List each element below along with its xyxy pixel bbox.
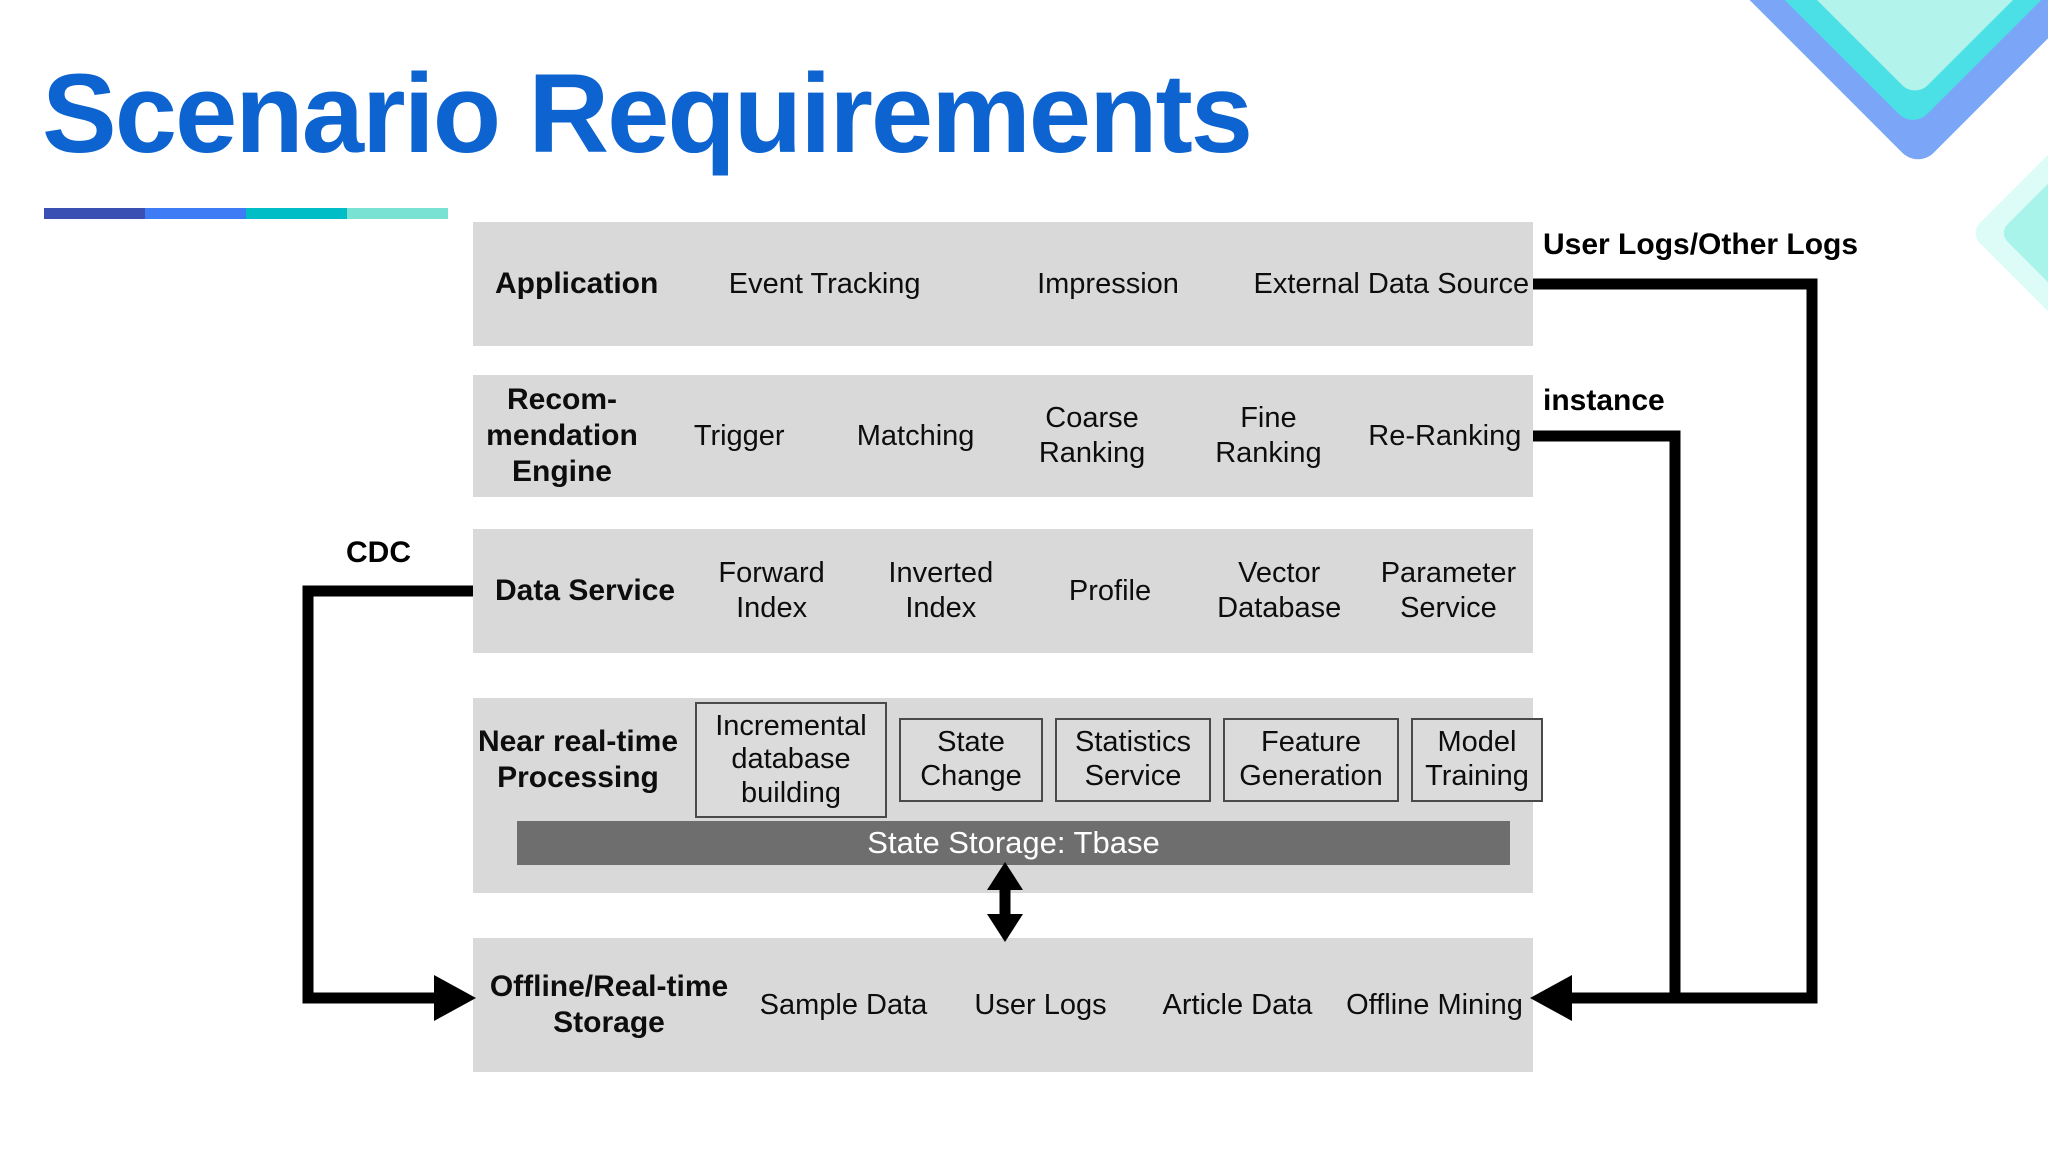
cdc-label: CDC	[346, 536, 411, 569]
component-parameter-service: Parameter Service	[1380, 557, 1517, 624]
user-logs-label: User Logs/Other Logs	[1543, 228, 1859, 261]
layer-near-realtime-processing: Near real-time Processing Incremental da…	[473, 698, 1543, 893]
layer-data-service-label: Data Service	[495, 574, 676, 607]
user-logs-arrowhead-icon	[1530, 975, 1572, 1021]
component-trigger: Trigger	[693, 419, 785, 452]
component-offline-mining: Offline Mining	[1346, 988, 1523, 1021]
component-vector-database: Vector Database	[1217, 557, 1342, 624]
layer-storage-items: Sample Data User Logs Article Data Offli…	[745, 988, 1533, 1023]
box-statistics-service: Statistics Service	[1055, 718, 1211, 802]
layer-recommendation-label: Recom- mendation Engine	[486, 383, 638, 488]
title-accent-bar	[44, 208, 448, 219]
component-event-tracking: Event Tracking	[728, 267, 921, 300]
box-incremental-database-building: Incremental database building	[695, 702, 887, 818]
box-model-training: Model Training	[1411, 718, 1543, 802]
component-sample-data: Sample Data	[759, 988, 928, 1021]
instance-label: instance	[1543, 384, 1665, 417]
processing-boxes-row: Near real-time Processing Incremental da…	[473, 698, 1543, 822]
state-storage-bar: State Storage: Tbase	[517, 821, 1510, 865]
component-coarse-ranking: Coarse Ranking	[1038, 402, 1146, 469]
layer-recommendation-items: Trigger Matching Coarse Ranking Fine Ran…	[651, 401, 1533, 471]
accent-segment-1	[44, 208, 145, 219]
accent-segment-4	[347, 208, 448, 219]
box-state-change: State Change	[899, 718, 1043, 802]
layer-processing-label: Near real-time Processing	[477, 725, 679, 794]
layer-data-service: Data Service Forward Index Inverted Inde…	[473, 529, 1533, 653]
component-external-data-source: External Data Source	[1253, 267, 1530, 300]
layer-storage-label: Offline/Real-time Storage	[489, 970, 729, 1039]
component-profile: Profile	[1068, 574, 1152, 607]
component-inverted-index: Inverted Index	[888, 557, 994, 624]
edge-diamond-inner-icon	[1998, 126, 2048, 340]
layer-offline-realtime-storage: Offline/Real-time Storage Sample Data Us…	[473, 938, 1533, 1072]
layer-data-service-items: Forward Index Inverted Index Profile Vec…	[687, 556, 1533, 626]
instance-arrow-line	[1533, 430, 1681, 993]
component-user-logs: User Logs	[974, 988, 1107, 1021]
cdc-arrowhead-icon	[434, 975, 476, 1021]
cdc-arrow-line	[302, 585, 473, 1004]
page-title: Scenario Requirements	[42, 51, 1253, 176]
component-matching: Matching	[856, 419, 975, 452]
layer-application: Application Event Tracking Impression Ex…	[473, 222, 1533, 346]
component-re-ranking: Re-Ranking	[1368, 419, 1522, 452]
component-fine-ranking: Fine Ranking	[1215, 402, 1322, 469]
box-feature-generation: Feature Generation	[1223, 718, 1399, 802]
component-forward-index: Forward Index	[718, 557, 825, 624]
component-impression: Impression	[1037, 267, 1179, 300]
layer-recommendation-engine: Recom- mendation Engine Trigger Matching…	[473, 375, 1533, 497]
layer-application-items: Event Tracking Impression External Data …	[683, 267, 1533, 302]
accent-segment-2	[145, 208, 246, 219]
accent-segment-3	[246, 208, 347, 219]
layer-application-label: Application	[495, 267, 659, 300]
component-article-data: Article Data	[1162, 988, 1313, 1021]
